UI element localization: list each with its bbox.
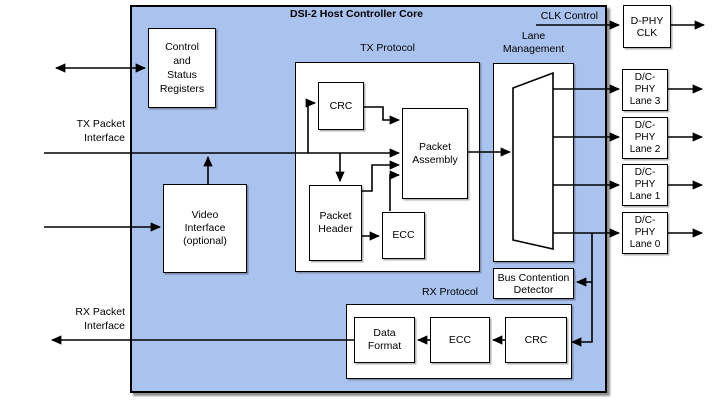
tx-protocol-label: TX Protocol <box>360 42 415 54</box>
tx-packet-interface-label: TX Packet Interface <box>76 118 125 144</box>
rx-ecc-block: ECC <box>430 317 490 363</box>
lane-management-label: Lane Management <box>502 30 565 55</box>
dcphy-lane3-block: D/C- PHY Lane 3 <box>622 69 668 111</box>
rx-crc-block: CRC <box>505 317 567 363</box>
dcphy-lane2-block: D/C- PHY Lane 2 <box>622 117 668 159</box>
rx-protocol-label: RX Protocol <box>421 286 479 298</box>
tx-ecc-block: ECC <box>382 212 425 259</box>
data-format-block: Data Format <box>354 317 415 363</box>
control-status-registers-block: Control and Status Registers <box>148 28 216 108</box>
dphy-clk-block: D-PHY CLK <box>623 5 671 48</box>
tx-crc-block: CRC <box>318 82 364 130</box>
video-interface-block: Video Interface (optional) <box>163 184 247 273</box>
packet-assembly-block: Packet Assembly <box>402 108 468 199</box>
dcphy-lane0-block: D/C- PHY Lane 0 <box>622 212 668 254</box>
lane-management-container <box>493 63 574 262</box>
rx-packet-interface-label: RX Packet Interface <box>75 306 125 332</box>
packet-header-block: Packet Header <box>309 185 362 261</box>
clk-control-label: CLK Control <box>540 10 598 22</box>
core-title: DSI-2 Host Controller Core <box>290 8 424 20</box>
dcphy-lane1-block: D/C- PHY Lane 1 <box>622 164 668 206</box>
bus-contention-detector-block: Bus Contention Detector <box>493 268 574 299</box>
